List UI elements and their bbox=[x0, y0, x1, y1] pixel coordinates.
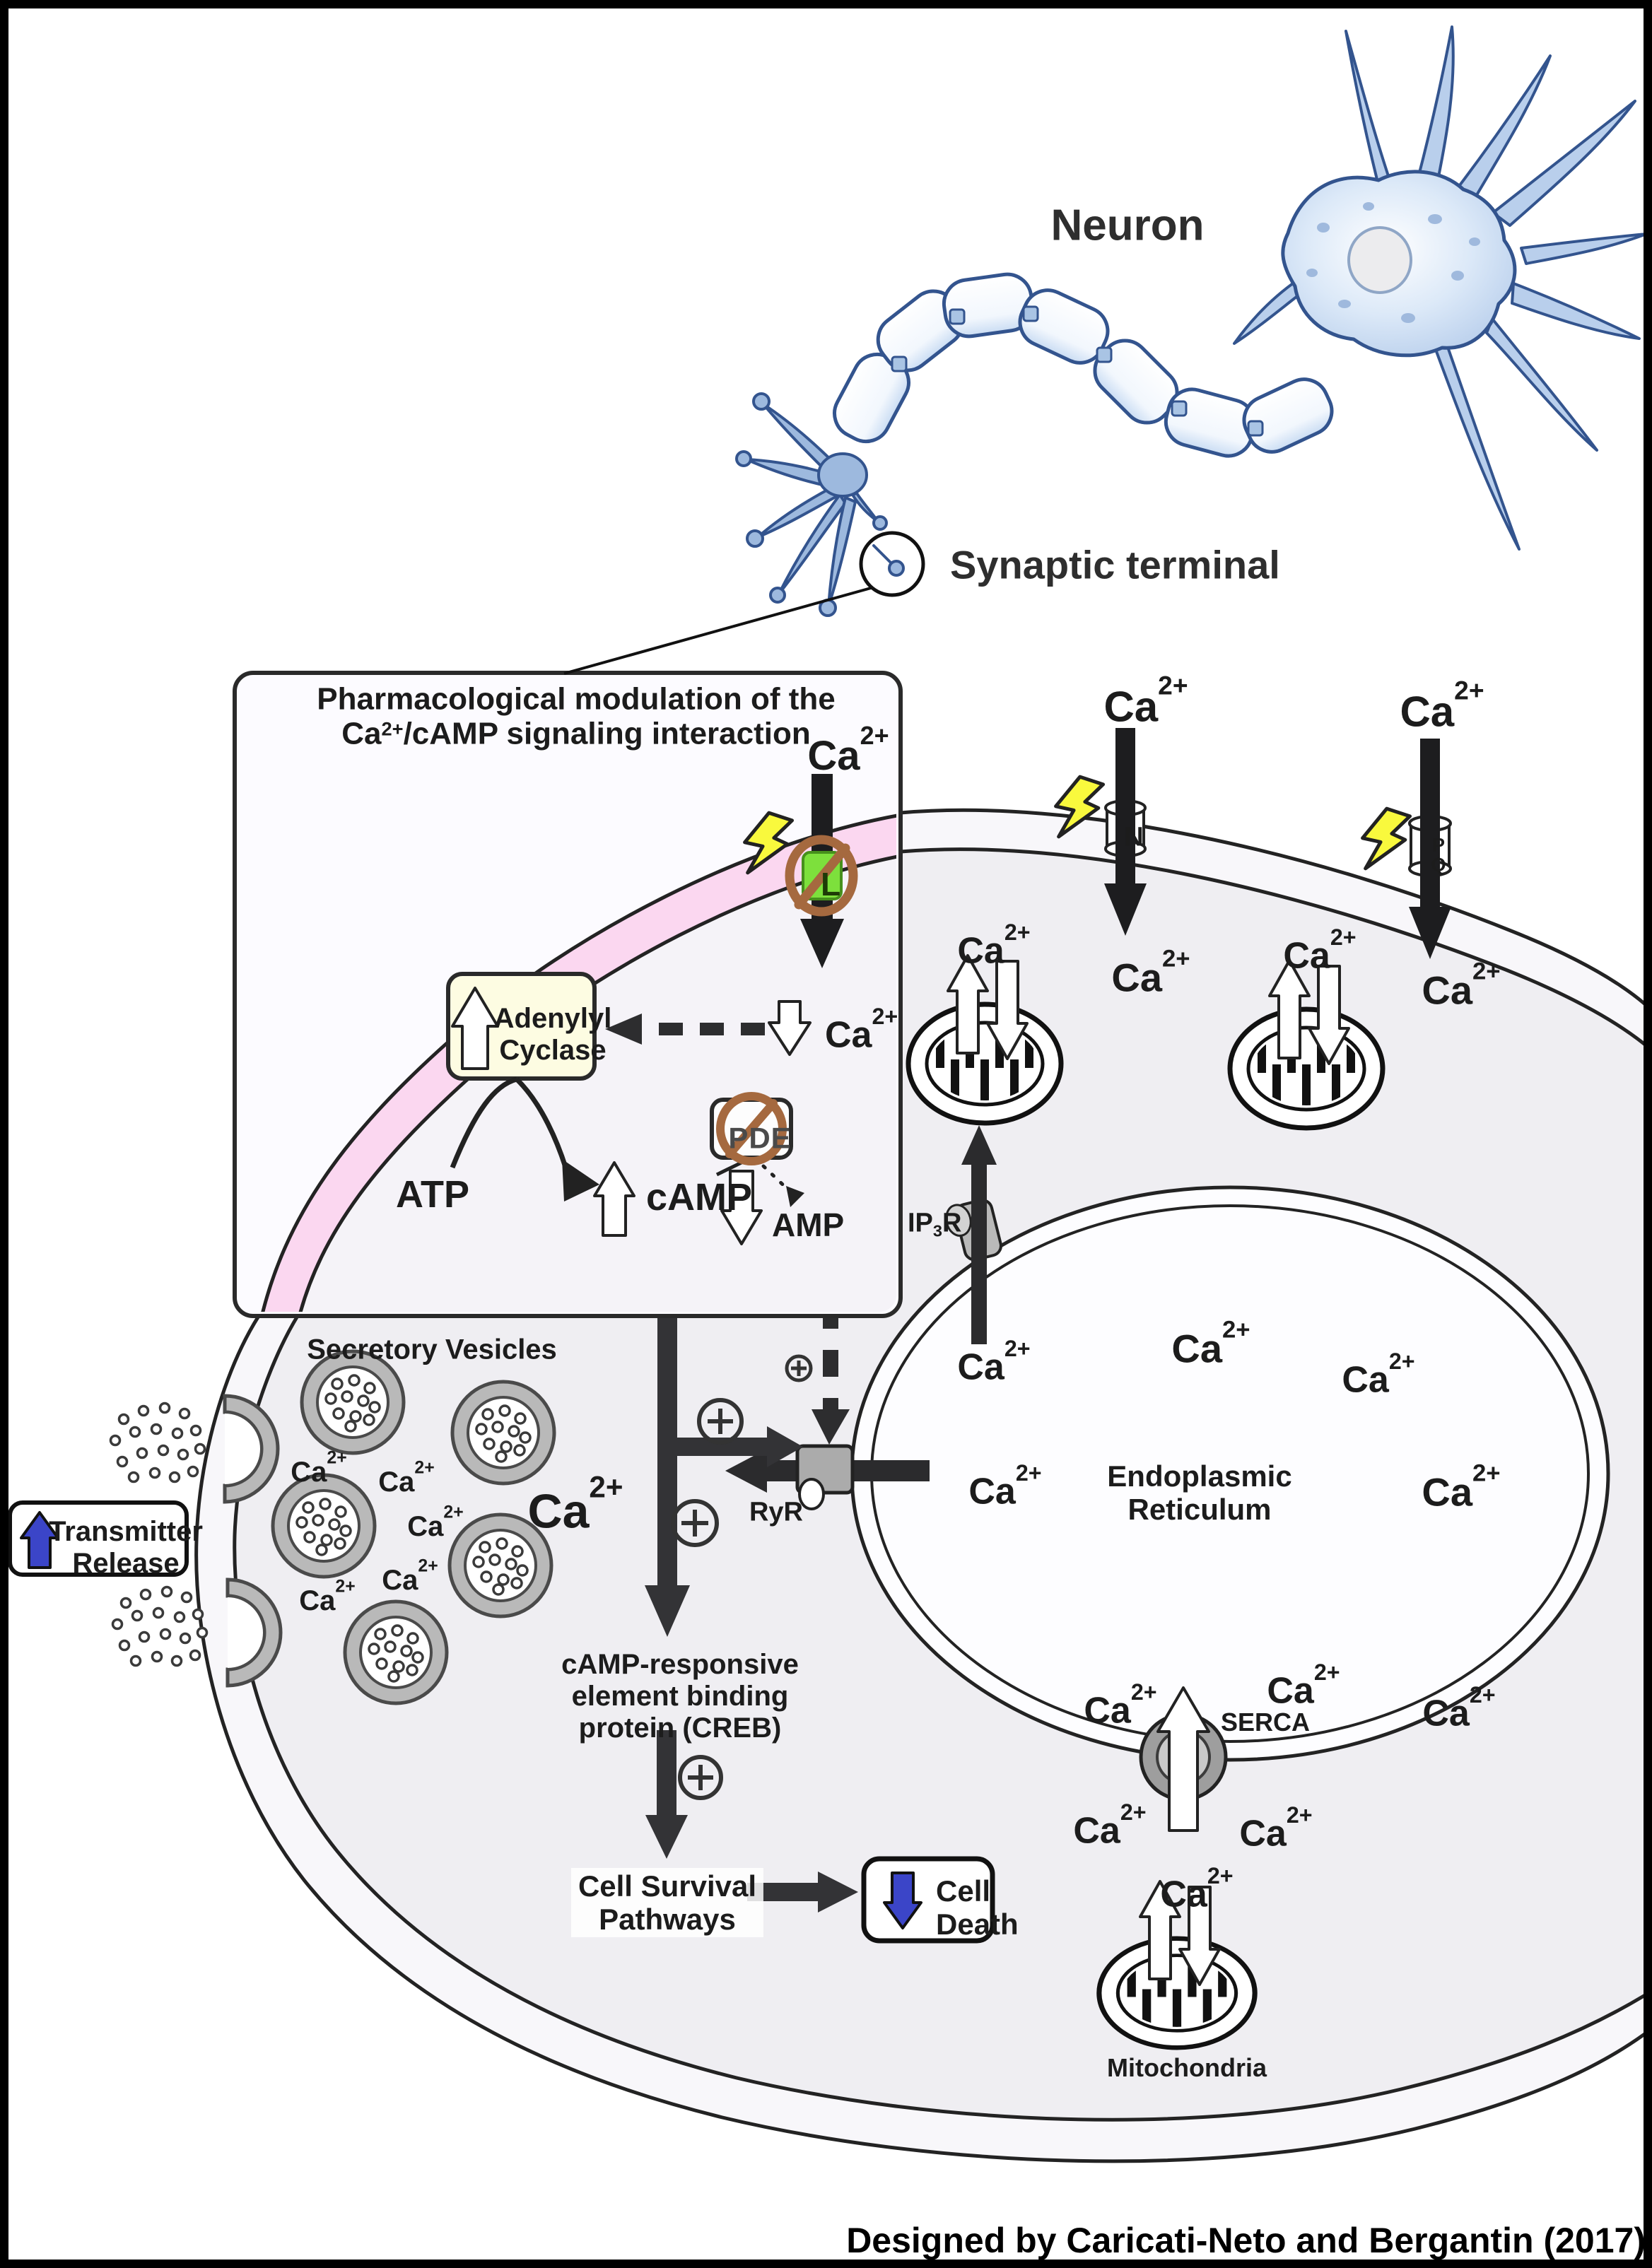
ryr-channel bbox=[795, 1444, 855, 1510]
ca2-ion-label: Ca2+ bbox=[1073, 1799, 1147, 1852]
ca2-ion-label: Ca2+ bbox=[407, 1503, 464, 1542]
ryr-label: RyR bbox=[749, 1497, 804, 1527]
ca2-ion-label-large: Ca2+ bbox=[527, 1470, 623, 1539]
synaptic-terminal-label: Synaptic terminal bbox=[950, 542, 1280, 587]
diagram-svg bbox=[8, 25, 1644, 2163]
pde-to-amp-dotted-arrow bbox=[761, 1164, 804, 1207]
l-channel-label: L bbox=[820, 866, 841, 903]
ca2-ion-label: Ca2+ bbox=[957, 919, 1031, 972]
stimulation-plus-sign bbox=[671, 1398, 744, 1800]
ca2-ion-label: Ca2+ bbox=[291, 1448, 347, 1488]
neuron-terminal-branches bbox=[735, 392, 888, 617]
vesicle-fusion-site bbox=[223, 1394, 280, 1504]
vesicle-fusion-site bbox=[225, 1577, 283, 1688]
cell-death-down-arrow bbox=[883, 1872, 922, 1929]
ca-influx-arrow-pq bbox=[1409, 739, 1451, 959]
credit-label: Designed by Caricati-Neto and Bergantin … bbox=[846, 2221, 1646, 2260]
creb-activation-arrow bbox=[645, 1730, 688, 1859]
serca-uptake-arrow bbox=[1156, 1686, 1210, 1832]
neuron-speckles bbox=[1306, 202, 1480, 323]
pde-label: PDE bbox=[728, 1121, 792, 1155]
ac-increase-arrow bbox=[451, 987, 499, 1070]
modulation-box-title: Pharmacological modulation of the Ca2+/c… bbox=[317, 681, 836, 751]
serca-pump bbox=[1139, 1686, 1228, 1832]
stimulation-plus-sign-small bbox=[785, 1354, 813, 1382]
ca2-ion-label: Ca2+ bbox=[1239, 1802, 1313, 1855]
axon-nodes bbox=[891, 305, 1264, 437]
neuron-nucleus bbox=[1347, 226, 1412, 294]
serca-label: SERCA bbox=[1221, 1707, 1311, 1737]
plasma-membrane-band-bottom bbox=[196, 1316, 1644, 2161]
neuron-illustration bbox=[563, 25, 1644, 675]
magnifier-connector-line bbox=[563, 587, 872, 675]
camp-label: cAMP bbox=[646, 1175, 753, 1218]
n-channel-label: N bbox=[1124, 822, 1144, 852]
decreased-ca-arrow bbox=[768, 1000, 812, 1056]
amp-label: AMP bbox=[772, 1206, 845, 1244]
amp-decrease-arrow bbox=[720, 1170, 763, 1245]
ip3r-label: IP3R bbox=[908, 1208, 962, 1240]
ca2-ion-label: Ca2+ bbox=[1084, 1679, 1157, 1732]
ca-release-arrow-ip3r bbox=[961, 1125, 997, 1344]
transmitter-release-box bbox=[8, 1500, 189, 1577]
ca2-ion-label: Ca2+ bbox=[1422, 1459, 1501, 1515]
ca2-ion-label: Ca2+ bbox=[378, 1458, 435, 1498]
ca2-ion-label: Ca2+ bbox=[1422, 958, 1501, 1013]
ca2-ion-label: Ca2+ bbox=[1267, 1659, 1340, 1712]
ca2-ion-label: Ca2+ bbox=[382, 1556, 438, 1596]
ca2-ion-label: Ca2+ bbox=[1283, 924, 1357, 977]
atp-label: ATP bbox=[396, 1173, 469, 1216]
mitochondria-label: Mitochondria bbox=[1107, 2052, 1267, 2082]
ca2-ion-label: Ca2+ bbox=[1171, 1316, 1250, 1371]
plasma-membrane-band-top bbox=[901, 810, 1644, 1044]
prohibition-sign-l-channel bbox=[785, 835, 858, 917]
ca2-ion-label: Ca2+ bbox=[1422, 1681, 1496, 1734]
ca2-ion-label: Ca2+ bbox=[1342, 1348, 1415, 1401]
ca2-ion-label: Ca2+ bbox=[825, 1003, 898, 1056]
ca2-ion-label: Ca2+ bbox=[1111, 945, 1190, 1000]
camp-increase-arrow bbox=[593, 1161, 635, 1237]
ca2-ion-label: Ca2+ bbox=[299, 1577, 356, 1616]
neuron-axon-myelin bbox=[833, 272, 1334, 458]
ca2-ion-label: Ca2+ bbox=[807, 720, 889, 780]
prohibition-sign-pde bbox=[716, 1092, 787, 1165]
camp-curve-arrowhead bbox=[562, 1159, 599, 1201]
secretory-vesicles-label: Secretory Vesicles bbox=[307, 1334, 557, 1365]
neuron-dendrites bbox=[1233, 25, 1644, 551]
ca-to-ac-dashed-arrow bbox=[605, 1013, 765, 1045]
ca-influx-arrow-n bbox=[1104, 728, 1147, 936]
neuron-label: Neuron bbox=[1050, 201, 1205, 250]
ca2-ion-label: Ca2+ bbox=[968, 1459, 1042, 1512]
ca2-ion-label: Ca2+ bbox=[957, 1335, 1031, 1388]
transmitter-release-up-arrow bbox=[20, 1511, 59, 1569]
ca2-ion-label: Ca2+ bbox=[1103, 670, 1188, 731]
ca2-ion-label: Ca2+ bbox=[1400, 675, 1484, 736]
ca2-ion-label: Ca2+ bbox=[1160, 1862, 1234, 1915]
